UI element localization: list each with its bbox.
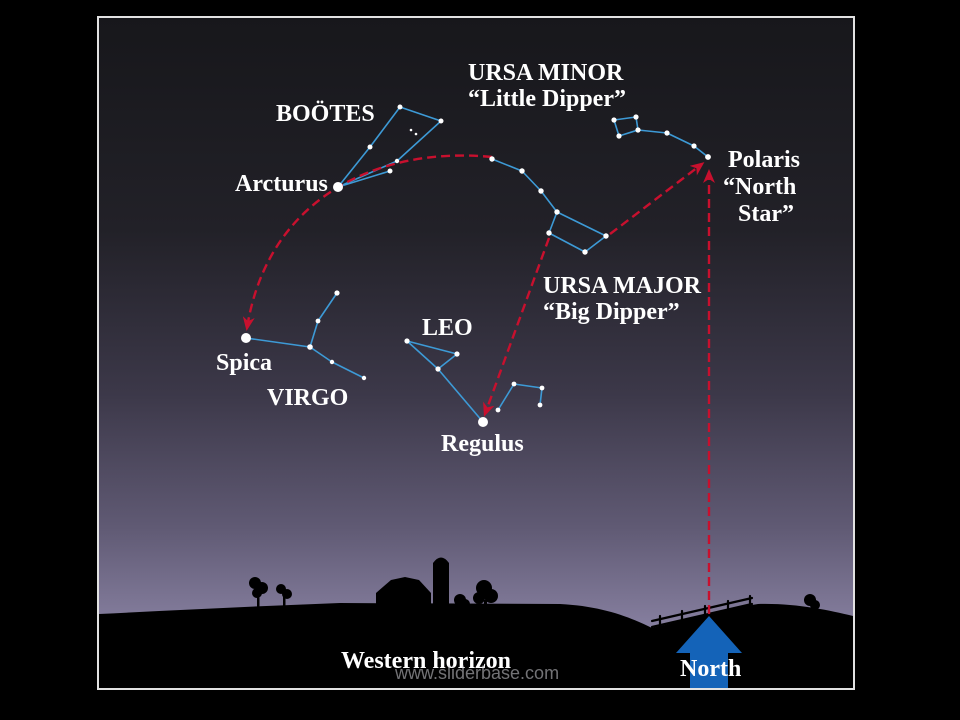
big-dipper-handle-line bbox=[491, 158, 558, 213]
virgo-spica-line bbox=[245, 337, 311, 348]
star-arcturus bbox=[333, 182, 343, 192]
star-big-dipper-bowl-2 bbox=[603, 233, 609, 239]
tree-silhouette bbox=[804, 594, 820, 615]
little-dipper-handle-line bbox=[637, 129, 709, 158]
bootes-label: BOÖTES bbox=[276, 101, 375, 127]
ursa-major-label: URSA MAJOR bbox=[543, 273, 702, 299]
star-big-dipper-handle-2 bbox=[519, 168, 525, 174]
watermark: www.sliderbase.com bbox=[394, 663, 559, 683]
star-little-dipper-bowl-3 bbox=[635, 127, 641, 133]
panel-border bbox=[97, 16, 855, 690]
ground-silhouette bbox=[99, 603, 853, 688]
star-virgo-2 bbox=[315, 318, 321, 324]
big-dipper-label: “Big Dipper” bbox=[543, 299, 680, 325]
star-leo-4 bbox=[495, 407, 501, 413]
star-leo-7 bbox=[537, 402, 543, 408]
tree-silhouette bbox=[454, 594, 470, 612]
star-leo-5 bbox=[511, 381, 517, 387]
star-bootes-4 bbox=[394, 158, 400, 164]
north-star-label-line2: Star” bbox=[738, 201, 794, 227]
night-sky bbox=[98, 17, 854, 689]
north-direction-indicator: North bbox=[676, 616, 742, 688]
star-big-dipper-bowl-3 bbox=[582, 249, 588, 255]
stars bbox=[241, 104, 711, 427]
regulus-label: Regulus bbox=[441, 431, 524, 457]
star-leo-2 bbox=[454, 351, 460, 357]
tree-silhouette bbox=[276, 584, 292, 608]
star-bootes-2 bbox=[397, 104, 403, 110]
tree-silhouette bbox=[473, 580, 498, 610]
little-dipper-label: “Little Dipper” bbox=[468, 86, 626, 112]
star-virgo-5 bbox=[361, 375, 367, 381]
star-virgo-3 bbox=[334, 290, 340, 296]
big-dipper-to-regulus-arrow bbox=[483, 237, 551, 417]
polaris-label: Polaris bbox=[728, 147, 800, 173]
leo-hindquarters-line bbox=[497, 383, 543, 411]
star-bootes-3 bbox=[438, 118, 444, 124]
fence-silhouette bbox=[650, 594, 754, 632]
star-big-dipper-bowl-4 bbox=[546, 230, 552, 236]
tree-silhouette bbox=[249, 577, 268, 610]
star-bootes-5 bbox=[387, 168, 393, 174]
labels: URSA MINOR “Little Dipper” BOÖTES Arctur… bbox=[216, 60, 800, 674]
star-little-dipper-bowl-2 bbox=[633, 114, 639, 120]
star-big-dipper-handle-3 bbox=[538, 188, 544, 194]
star-polaris bbox=[705, 154, 711, 160]
star-leo-6 bbox=[539, 385, 545, 391]
western-horizon-label: Western horizon bbox=[341, 648, 511, 674]
star-bootes-1 bbox=[367, 144, 373, 150]
arcturus-label: Arcturus bbox=[235, 171, 328, 197]
spica-label: Spica bbox=[216, 350, 272, 376]
star-spica bbox=[241, 333, 251, 343]
ursa-minor-label: URSA MINOR bbox=[468, 60, 624, 86]
pointers-to-polaris-arrow bbox=[609, 162, 705, 235]
star-big-dipper-bowl-1 bbox=[554, 209, 560, 215]
barn-silhouette bbox=[376, 577, 431, 622]
star-little-dipper-handle-2 bbox=[691, 143, 697, 149]
silo-silhouette bbox=[433, 557, 449, 622]
star-leo-3 bbox=[404, 338, 410, 344]
star-bootes-6 bbox=[409, 128, 413, 132]
star-little-dipper-bowl-4 bbox=[616, 133, 622, 139]
virgo-label: VIRGO bbox=[267, 385, 348, 411]
bootes-arm-line bbox=[337, 170, 391, 188]
star-little-dipper-handle-1 bbox=[664, 130, 670, 136]
north-arrow-icon bbox=[676, 616, 742, 688]
star-bootes-7 bbox=[414, 132, 418, 136]
star-regulus bbox=[478, 417, 488, 427]
north-star-label-line1: “North bbox=[723, 174, 796, 200]
star-leo-1 bbox=[435, 366, 441, 372]
leo-label: LEO bbox=[422, 315, 473, 341]
star-big-dipper-handle-1 bbox=[489, 156, 495, 162]
star-virgo-1 bbox=[307, 344, 313, 350]
landscape-silhouette bbox=[99, 557, 853, 688]
north-label: North bbox=[680, 656, 741, 682]
star-little-dipper-bowl-1 bbox=[611, 117, 617, 123]
star-virgo-4 bbox=[329, 359, 335, 365]
